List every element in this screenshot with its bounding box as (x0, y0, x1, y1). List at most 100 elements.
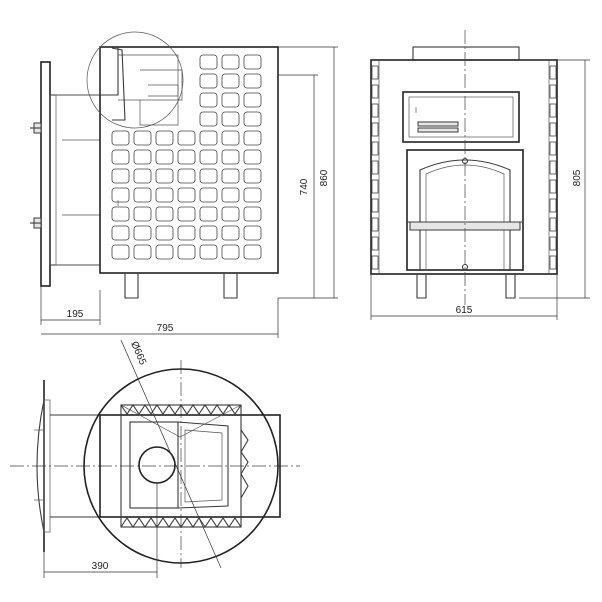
front-body (370, 59, 558, 275)
stone (155, 168, 174, 184)
top-chimney-opening (138, 446, 176, 484)
top-view: Ø665 390 (10, 339, 300, 578)
front-upper-door (402, 91, 520, 143)
dim-side-width-total: 795 (157, 323, 174, 334)
stone (111, 225, 130, 241)
front-edge-stone (549, 84, 557, 99)
front-edge-stone (549, 122, 557, 137)
front-edge-stone (549, 198, 557, 213)
stone (221, 111, 240, 127)
side-view (30, 31, 279, 299)
stone (155, 187, 174, 203)
stone (133, 187, 152, 203)
side-foot-left (124, 273, 139, 299)
front-edge-stone (371, 217, 379, 232)
front-edge-stone (549, 255, 557, 270)
stone (243, 111, 262, 127)
stone (111, 244, 130, 260)
dim-side-height-total: 860 (319, 169, 330, 186)
stone (243, 206, 262, 222)
stone (199, 244, 218, 260)
stone (155, 206, 174, 222)
stone (199, 54, 218, 70)
stone (243, 225, 262, 241)
top-body (99, 414, 281, 518)
stone (221, 225, 240, 241)
top-outer-circle (83, 368, 279, 564)
front-edge-stone (371, 179, 379, 194)
stone (221, 187, 240, 203)
front-edge-stone (371, 141, 379, 156)
stone (133, 225, 152, 241)
stone (243, 149, 262, 165)
dim-side-height-body: 740 (299, 178, 310, 195)
front-edge-stone (549, 160, 557, 175)
stone (243, 187, 262, 203)
stone (111, 149, 130, 165)
front-edge-stone (371, 84, 379, 99)
front-edge-stone (549, 217, 557, 232)
front-edge-stone (549, 179, 557, 194)
side-foot-right (223, 273, 238, 299)
stone (199, 73, 218, 89)
stone (177, 225, 196, 241)
stone (177, 168, 196, 184)
stone (111, 206, 130, 222)
stone (199, 206, 218, 222)
stone (199, 149, 218, 165)
stone (111, 168, 130, 184)
stone (111, 187, 130, 203)
dim-front-width: 615 (456, 305, 473, 316)
stone (243, 244, 262, 260)
front-edge-stone (549, 236, 557, 251)
stone (221, 73, 240, 89)
stone (133, 130, 152, 146)
stone (221, 54, 240, 70)
stone (243, 73, 262, 89)
stone (221, 130, 240, 146)
front-edge-stone (371, 160, 379, 175)
front-edge-stone (371, 103, 379, 118)
front-edge-stone (549, 103, 557, 118)
stone (155, 225, 174, 241)
detail-callout-circle (86, 31, 184, 129)
stone (177, 187, 196, 203)
front-edge-stone (371, 236, 379, 251)
stone (221, 244, 240, 260)
dim-front-height: 805 (572, 169, 583, 186)
stone (199, 111, 218, 127)
front-edge-stone (549, 141, 557, 156)
stone (155, 149, 174, 165)
dim-side-flange: 195 (67, 309, 84, 320)
stone (133, 168, 152, 184)
front-stone-edges (371, 65, 557, 270)
front-edge-stone (371, 122, 379, 137)
side-flange-plate (40, 61, 51, 287)
stone (199, 225, 218, 241)
stone (199, 168, 218, 184)
stone (221, 168, 240, 184)
front-edge-stone (549, 65, 557, 80)
stone (155, 130, 174, 146)
dim-top-offset: 390 (92, 561, 109, 572)
stone (199, 92, 218, 108)
stone (177, 206, 196, 222)
stone (243, 92, 262, 108)
stone (199, 187, 218, 203)
front-edge-stone (371, 255, 379, 270)
stone (177, 149, 196, 165)
stone (243, 168, 262, 184)
stone (133, 206, 152, 222)
stone (177, 244, 196, 260)
side-view-dimensions: 860 740 195 795 (40, 46, 338, 338)
stone (221, 149, 240, 165)
side-body (99, 46, 279, 274)
stone (133, 149, 152, 165)
stone (111, 130, 130, 146)
stone-grid (111, 54, 262, 260)
stone (155, 244, 174, 260)
stone (243, 130, 262, 146)
front-view-dimensions: 805 615 (370, 59, 590, 320)
stone (199, 130, 218, 146)
